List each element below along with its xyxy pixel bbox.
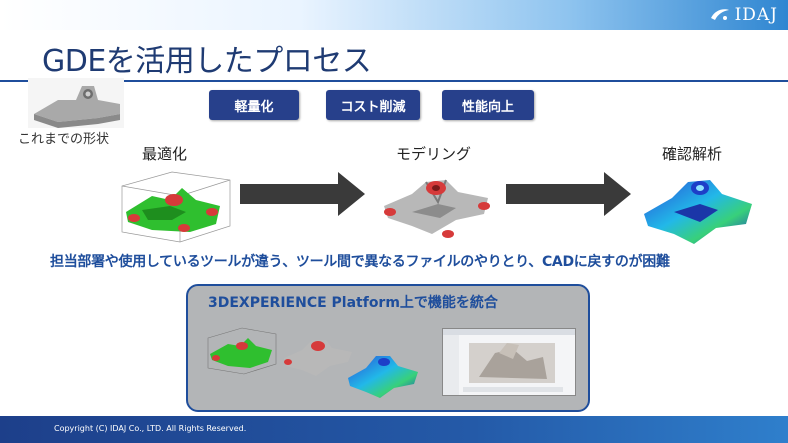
arrow-right-icon [240,172,365,216]
step-verification-label: 確認解析 [662,145,723,163]
platform-integration-panel: 3DEXPERIENCE Platform上で機能を統合 [186,284,590,412]
slide-title: GDEを活用したプロセス [42,44,372,79]
step-optimization-label: 最適化 [142,145,188,163]
badge-cost-reduction: コスト削減 [326,90,420,120]
verification-result-image [644,180,752,244]
company-logo: IDAJ [709,4,778,26]
step-modeling-label: モデリング [396,145,472,163]
panel-modeling-image [284,340,352,376]
footer-bar: Copyright (C) IDAJ Co., LTD. All Rights … [0,416,788,443]
problem-statement: 担当部署や使用しているツールが違う、ツール間で異なるファイルのやりとり、CADに… [50,254,670,270]
arrow-right-icon [506,172,631,216]
header-bar: IDAJ [0,0,788,30]
modeling-result-image [384,179,490,238]
platform-ui-image [443,329,575,395]
swoosh-icon [710,9,729,20]
badge-weight-reduction: 軽量化 [209,90,299,120]
logo-text: IDAJ [734,5,778,25]
original-shape-image [28,78,124,128]
optimization-result-image [121,171,231,243]
platform-screenshot [442,328,576,396]
copyright-text: Copyright (C) IDAJ Co., LTD. All Rights … [54,424,247,433]
panel-optimization-image [207,327,277,375]
panel-verification-image [348,356,418,398]
title-underline [0,80,788,82]
original-shape-label: これまでの形状 [18,132,110,147]
badge-performance-improvement: 性能向上 [442,90,534,120]
panel-title: 3DEXPERIENCE Platform上で機能を統合 [208,295,498,311]
